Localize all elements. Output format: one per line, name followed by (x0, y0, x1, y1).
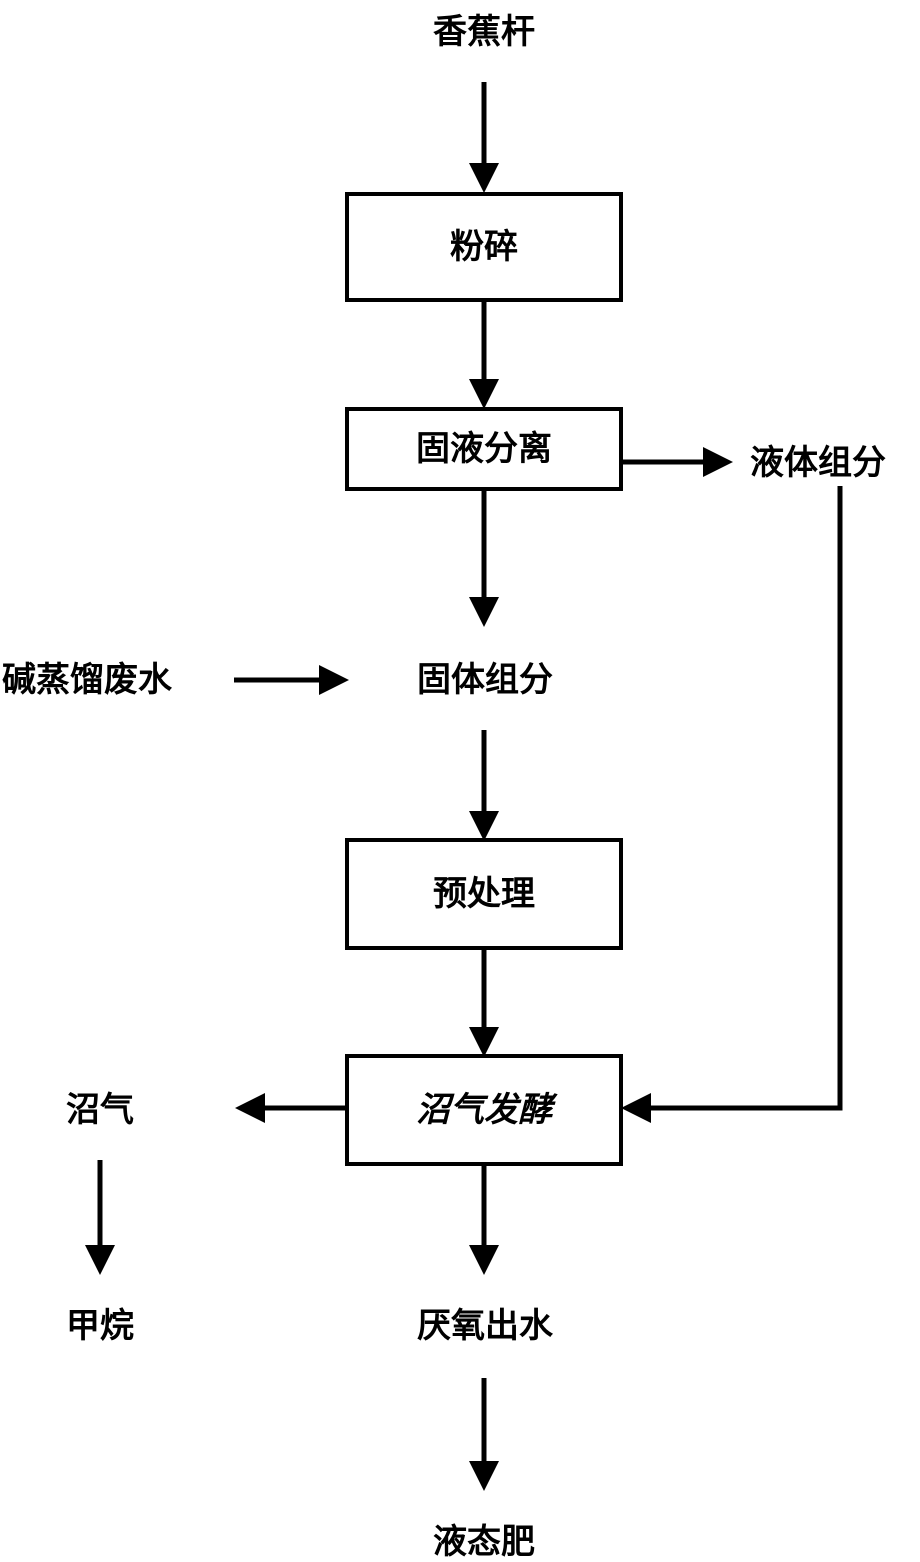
arrow-liquid-to-fermentation (621, 486, 843, 1123)
box-pretreatment: 预处理 (345, 838, 623, 950)
node-solid-component: 固体组分 (417, 660, 553, 700)
box-crushing: 粉碎 (345, 192, 623, 302)
node-banana-stalk: 香蕉杆 (433, 12, 535, 52)
box-solid-liquid-separation: 固液分离 (345, 407, 623, 491)
node-pretreatment: 预处理 (433, 874, 535, 914)
node-liquid-component: 液体组分 (750, 443, 886, 483)
node-methane: 甲烷 (66, 1306, 134, 1346)
node-biogas-fermentation: 沼气发酵 (416, 1090, 552, 1130)
node-crushing: 粉碎 (450, 227, 518, 267)
box-biogas-fermentation: 沼气发酵 (345, 1054, 623, 1166)
node-alkali-wastewater: 碱蒸馏废水 (2, 660, 172, 700)
node-solid-liquid-separation: 固液分离 (416, 429, 552, 469)
node-biogas: 沼气 (66, 1090, 134, 1130)
node-liquid-fertilizer: 液态肥 (433, 1522, 535, 1562)
node-anaerobic-effluent: 厌氧出水 (417, 1306, 553, 1346)
